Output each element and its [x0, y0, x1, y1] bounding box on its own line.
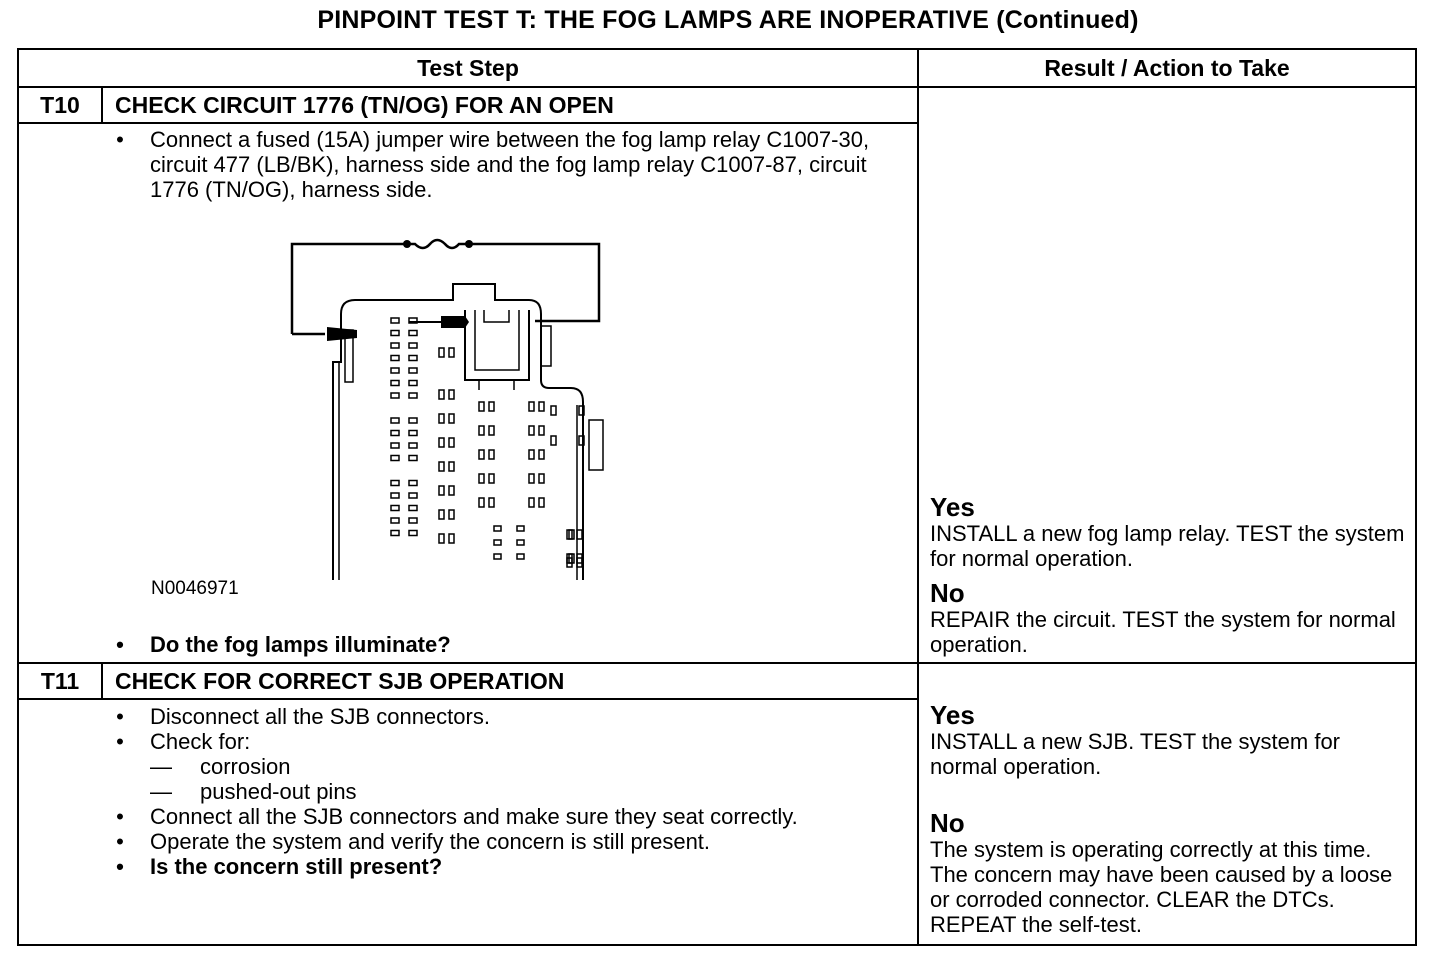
t11-instructions: Disconnect all the SJB connectors. Check…: [113, 704, 873, 879]
header-result: Result / Action to Take: [1044, 55, 1290, 81]
step-id-t10: T10: [40, 92, 80, 118]
t11-bullet-1: Disconnect all the SJB connectors.: [113, 704, 873, 729]
t10-yes-text: INSTALL a new fog lamp relay. TEST the s…: [930, 521, 1405, 571]
t11-bullet-4: Operate the system and verify the concer…: [113, 829, 873, 854]
t10-no-label: No: [930, 578, 965, 608]
t11-yes-label: Yes: [930, 700, 975, 730]
t11-yes-text: INSTALL a new SJB. TEST the system for n…: [930, 729, 1341, 779]
t10-yes-label: Yes: [930, 492, 975, 522]
t10-results: Yes INSTALL a new fog lamp relay. TEST t…: [930, 493, 1410, 657]
step-title-t11: CHECK FOR CORRECT SJB OPERATION: [115, 668, 565, 694]
figure-code: N0046971: [151, 578, 239, 599]
t11-bullet-2: Check for:: [113, 729, 873, 754]
step-title-t10: CHECK CIRCUIT 1776 (TN/OG) FOR AN OPEN: [115, 92, 614, 118]
t10-question-list: Do the fog lamps illuminate?: [113, 632, 873, 657]
pinpoint-test-table: Test Step Result / Action to Take T10 CH…: [17, 48, 1417, 946]
t10-id-divider: [101, 88, 103, 122]
step-id-t11: T11: [40, 668, 80, 694]
t11-title-divider: [19, 698, 917, 700]
t10-bullet-1: Connect a fused (15A) jumper wire betwee…: [113, 127, 873, 202]
t11-no-label: No: [930, 808, 965, 838]
t11-subitem-1: corrosion: [113, 754, 873, 779]
t10-instructions: Connect a fused (15A) jumper wire betwee…: [113, 127, 873, 202]
t11-bullet-3: Connect all the SJB connectors and make …: [113, 804, 873, 829]
t11-subitem-2: pushed-out pins: [113, 779, 873, 804]
t10-question: Do the fog lamps illuminate?: [113, 632, 873, 657]
page-title: PINPOINT TEST T: THE FOG LAMPS ARE INOPE…: [317, 6, 1139, 34]
step-divider: [19, 662, 1415, 664]
header-divider: [19, 86, 1415, 88]
t11-id-divider: [101, 664, 103, 698]
t11-no-text: The system is operating correctly at thi…: [930, 837, 1393, 937]
t10-no-text: REPAIR the circuit. TEST the system for …: [930, 607, 1396, 657]
t11-question: Is the concern still present?: [113, 854, 873, 879]
t11-results: Yes INSTALL a new SJB. TEST the system f…: [930, 701, 1410, 937]
fog-lamp-relay-connector-diagram: [290, 238, 604, 580]
t10-title-divider: [19, 122, 917, 124]
column-divider: [917, 50, 919, 944]
header-test-step: Test Step: [417, 55, 519, 81]
